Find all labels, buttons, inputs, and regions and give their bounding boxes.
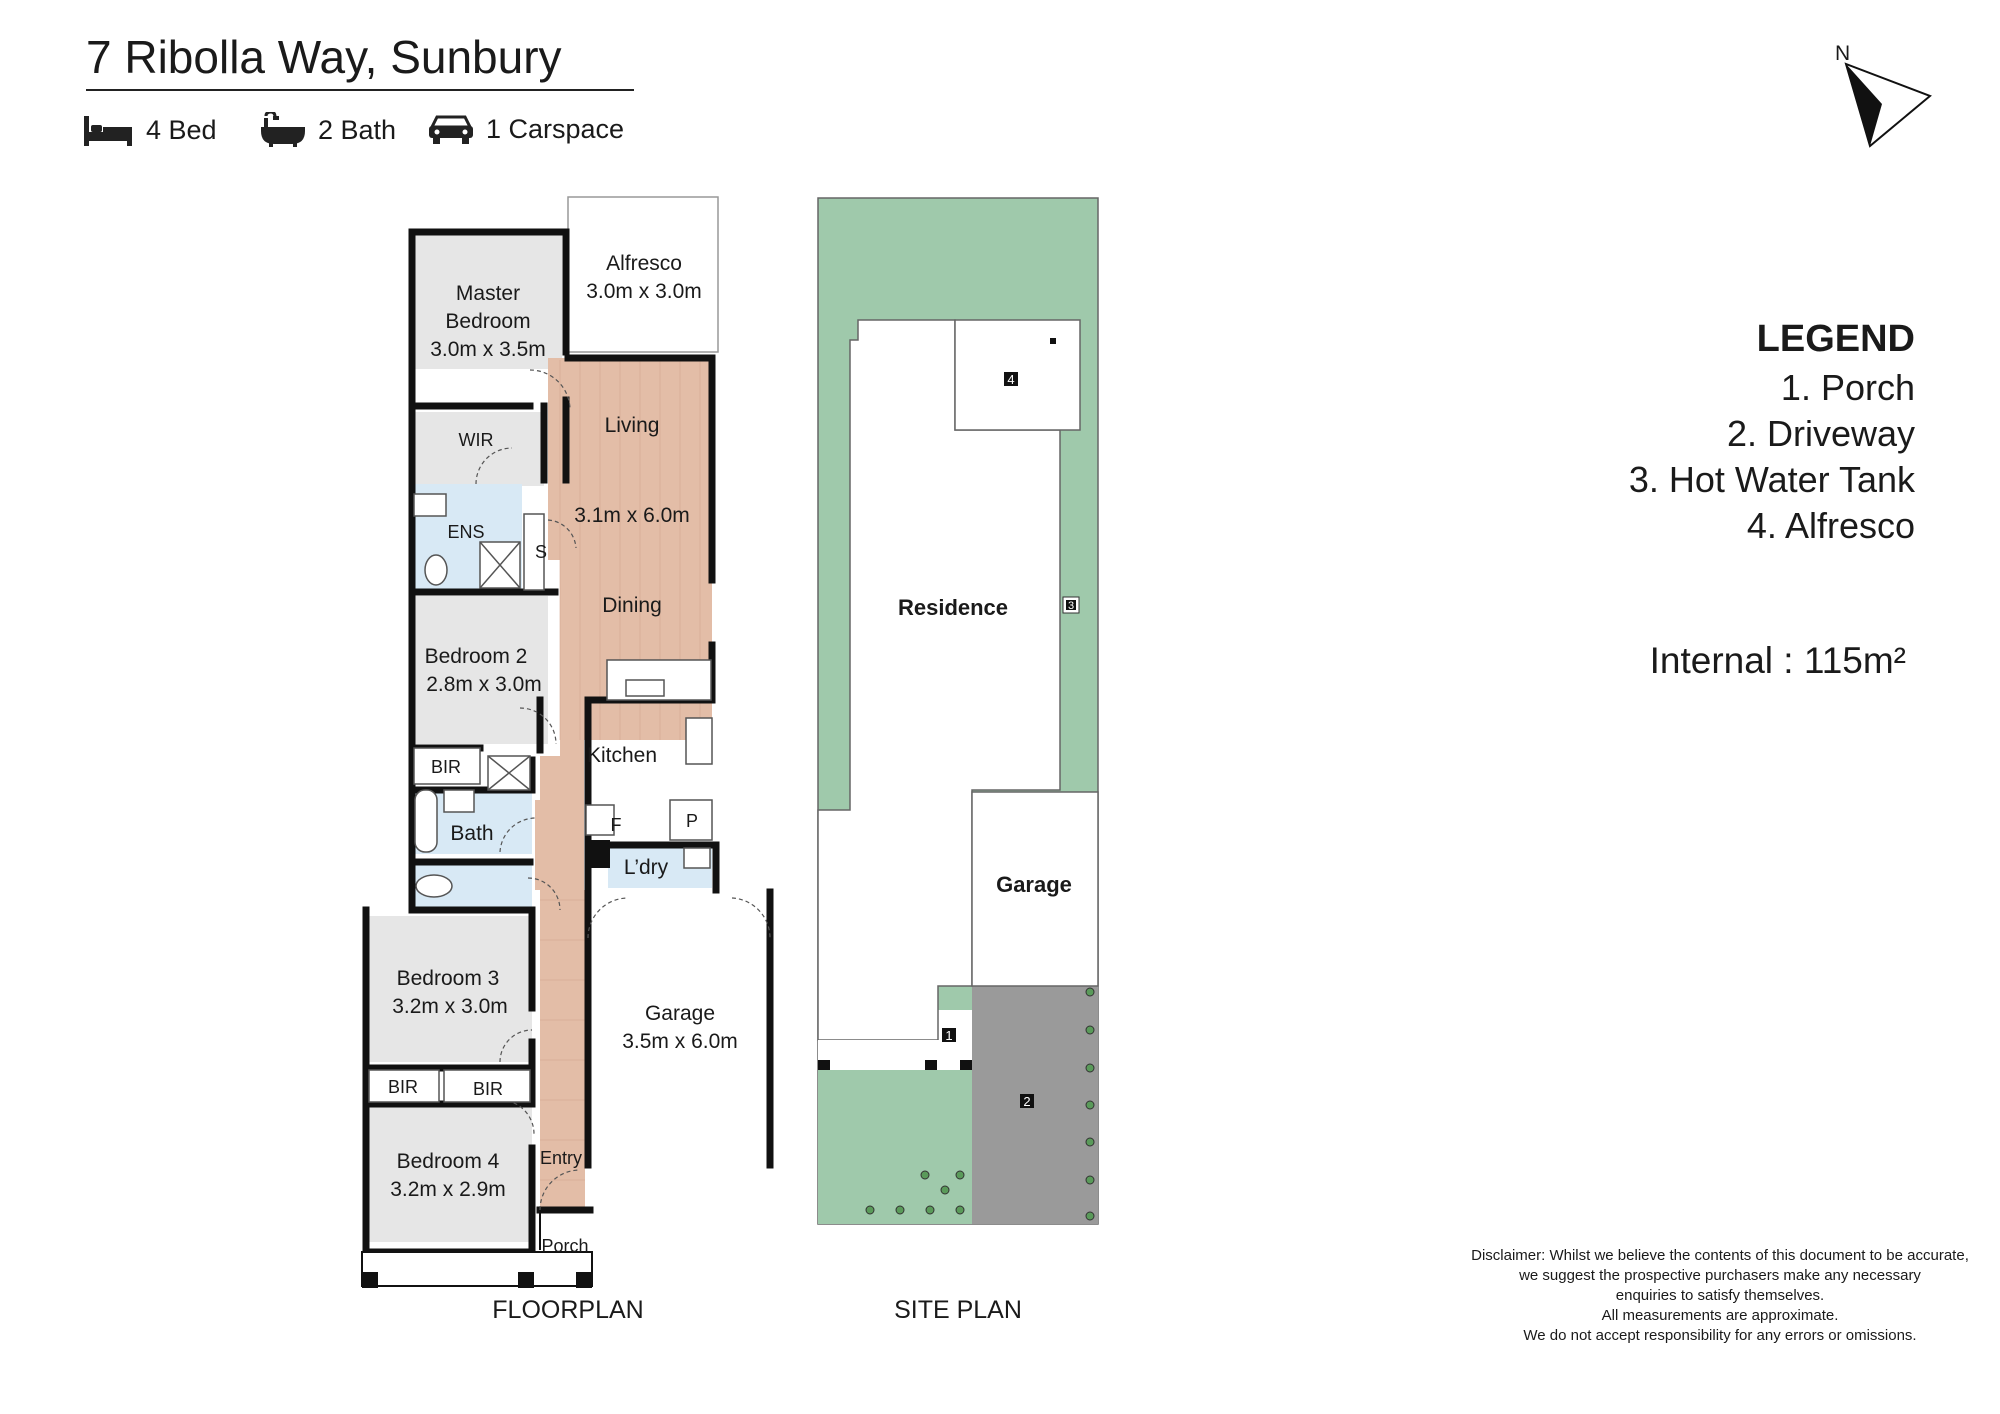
site-shrubs [865, 987, 1095, 1221]
bedroom4-floor [369, 1106, 532, 1242]
site-porch-area [818, 1040, 972, 1070]
siteplan-caption: SITE PLAN [894, 1296, 1022, 1324]
property-address: 7 Ribolla Way, Sunbury [86, 31, 562, 83]
feature-baths-label: 2 Bath [318, 114, 397, 145]
site-driveway [972, 986, 1098, 1224]
bath-vanity [443, 789, 475, 813]
room-fridge: F [611, 815, 622, 835]
room-alfresco-name: Alfresco [606, 252, 682, 275]
site-garage-label: Garage [996, 872, 1072, 897]
bir3-closet [443, 1069, 531, 1103]
room-bedroom2-name: Bedroom 2 [425, 645, 528, 668]
laundry-trough [683, 847, 711, 869]
bir2-closet [368, 1069, 440, 1103]
room-bedroom4-name: Bedroom 4 [397, 1150, 500, 1173]
room-bedroom2-size: 2.8m x 3.0m [426, 673, 542, 696]
feature-beds: 4 Bed [82, 112, 217, 148]
compass-north-label: N [1835, 42, 1850, 65]
site-marker-1: 1 [945, 1028, 952, 1043]
floorplan-caption: FLOORPLAN [492, 1296, 644, 1324]
room-master-name2: Bedroom [445, 310, 530, 333]
garage-floor [592, 892, 770, 1166]
room-laundry: L’dry [624, 856, 669, 879]
feature-carspace-label: 1 Carspace [486, 113, 625, 144]
site-garage [971, 791, 1099, 987]
site-marker-2: 2 [1023, 1094, 1030, 1109]
ensuite-toilet [424, 554, 448, 586]
laundry-wall-block [588, 840, 610, 868]
room-bir2: BIR [388, 1077, 418, 1097]
room-ensuite: ENS [447, 522, 484, 542]
internal-area: Internal : 115m² [1649, 640, 1906, 681]
room-dining: Dining [602, 594, 662, 617]
room-kitchen: Kitchen [587, 744, 657, 767]
porch-post-right [576, 1272, 592, 1288]
room-bir3: BIR [473, 1079, 503, 1099]
room-storage: S [535, 542, 547, 562]
room-bedroom3-size: 3.2m x 3.0m [392, 995, 508, 1018]
room-garage-name: Garage [645, 1002, 715, 1025]
pantry [669, 799, 713, 841]
room-living: Living [605, 414, 660, 437]
disclaimer-line: enquiries to satisfy themselves. [1615, 1287, 1825, 1304]
legend-item-driveway: 2. Driveway [1726, 413, 1915, 454]
car-icon [428, 112, 474, 146]
room-bedroom3-name: Bedroom 3 [397, 967, 500, 990]
siteplan: 4 3 1 2 Residence Garage [817, 197, 1099, 1225]
feature-beds-label: 4 Bed [146, 114, 217, 145]
feature-baths: 2 Bath [260, 112, 396, 148]
floorplan: Master Bedroom 3.0m x 3.5m Alfresco 3.0m… [361, 196, 774, 1288]
bath-icon [260, 112, 306, 148]
room-alfresco-size: 3.0m x 3.0m [586, 280, 702, 303]
legend: LEGEND 1. Porch 2. Driveway 3. Hot Water… [1629, 318, 1915, 549]
storage-s [523, 513, 545, 591]
living-dining-kitchen-floor [535, 358, 712, 1210]
fixtures [368, 493, 713, 1103]
disclaimer-line: We do not accept responsibility for any … [1523, 1327, 1917, 1344]
disclaimer-line: we suggest the prospective purchasers ma… [1519, 1267, 1921, 1284]
room-bir1: BIR [431, 757, 461, 777]
address-underline [86, 89, 634, 91]
bathtub [414, 789, 438, 853]
room-garage-size: 3.5m x 6.0m [622, 1030, 738, 1053]
room-pantry: P [686, 811, 698, 831]
disclaimer-line: All measurements are approximate. [1601, 1307, 1839, 1324]
bedroom2-floor [412, 596, 548, 744]
room-master-name1: Master [456, 282, 520, 305]
porch-post-mid [518, 1272, 534, 1288]
bedroom3-floor [369, 916, 532, 1062]
room-porch: Porch [541, 1236, 588, 1256]
disclaimer-line: Disclaimer: Whilst we believe the conten… [1471, 1247, 1969, 1264]
walls [362, 228, 774, 1256]
bir1-closet [413, 747, 481, 785]
porch-post-left [362, 1272, 378, 1288]
porch-slab [361, 1251, 593, 1287]
legend-item-porch: 1. Porch [1780, 367, 1915, 408]
site-marker-4: 4 [1007, 372, 1014, 387]
disclaimer: Disclaimer: Whilst we believe the conten… [1440, 1246, 2000, 1346]
legend-item-hot-water-tank: 3. Hot Water Tank [1628, 459, 1915, 500]
fridge-recess [585, 804, 615, 836]
ensuite-vanity [413, 493, 447, 517]
legend-title: LEGEND [1756, 318, 1915, 360]
site-residence-label: Residence [898, 595, 1008, 620]
room-bath: Bath [450, 822, 493, 845]
master-bedroom-floor [412, 233, 562, 369]
room-bedroom4-size: 3.2m x 2.9m [390, 1178, 506, 1201]
north-arrow-icon: N [1818, 40, 1938, 155]
room-living-size: 3.1m x 6.0m [574, 504, 690, 527]
site-front-lawn [818, 1070, 972, 1224]
feature-carspace: 1 Carspace [428, 112, 624, 146]
door-swings [475, 369, 771, 1211]
room-master-size: 3.0m x 3.5m [430, 338, 546, 361]
legend-item-alfresco: 4. Alfresco [1746, 505, 1915, 546]
kitchen-sink [625, 679, 665, 697]
toilet [415, 874, 453, 898]
bed-icon [82, 112, 134, 148]
room-wir: WIR [459, 430, 494, 450]
site-marker-3: 3 [1068, 600, 1074, 612]
cooktop [685, 717, 713, 765]
room-entry: Entry [540, 1148, 582, 1168]
